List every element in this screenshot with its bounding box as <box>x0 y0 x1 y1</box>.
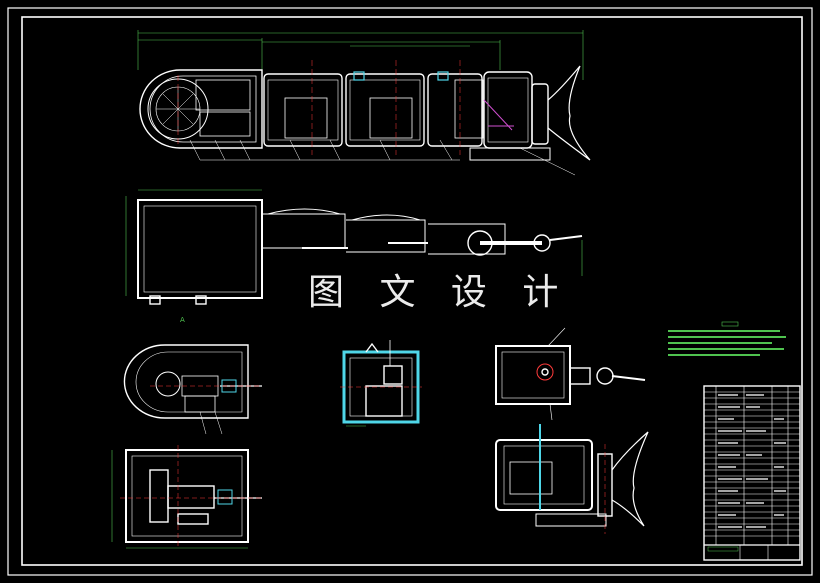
head-section-view <box>123 344 262 435</box>
top-view-caption: A <box>180 316 185 324</box>
dimension-lines-top <box>137 30 584 80</box>
outer-frame <box>7 7 813 576</box>
joint-section-view <box>340 340 422 427</box>
watermark-text: 图 文 设 计 <box>308 272 571 313</box>
head-front-section <box>111 445 262 549</box>
title-block-table <box>703 385 801 561</box>
top-view <box>125 189 583 305</box>
tail-fin-section <box>495 424 649 534</box>
technical-requirements-text <box>668 321 786 356</box>
inner-frame <box>21 16 803 566</box>
main-assembly-view <box>137 30 591 176</box>
tail-detail-top <box>495 327 646 421</box>
